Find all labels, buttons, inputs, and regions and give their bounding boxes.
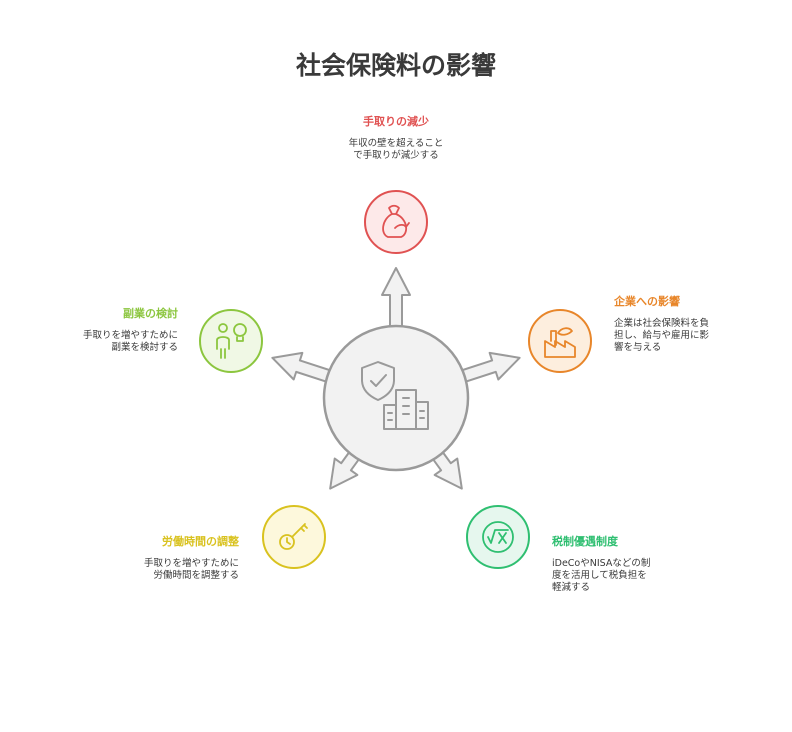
node-title-side-job: 副業の検討 bbox=[123, 307, 178, 320]
person-idea-icon bbox=[216, 323, 247, 359]
node-desc-hours: 手取りを増やすために 労働時間を調整する bbox=[143, 558, 239, 581]
clock-key-icon bbox=[279, 523, 308, 550]
shield-check-icon bbox=[361, 361, 395, 401]
node-desc-tax: iDeCoやNISAなどの制 度を活用して税負担を 軽減する bbox=[552, 558, 651, 593]
buildings-icon bbox=[383, 389, 429, 430]
square-root-icon bbox=[482, 521, 514, 553]
node-desc-side-job: 手取りを増やすために 副業を検討する bbox=[82, 330, 178, 353]
node-title-hours: 労働時間の調整 bbox=[162, 535, 239, 548]
node-desc-take-home: 年収の壁を超えること で手取りが減少する bbox=[348, 138, 444, 161]
node-circle-tax bbox=[466, 505, 530, 569]
node-desc-company: 企業は社会保険料を負 担し、給与や雇用に影 響を与える bbox=[614, 318, 710, 353]
page-title: 社会保険料の影響 bbox=[295, 51, 496, 80]
node-title-take-home: 手取りの減少 bbox=[363, 115, 429, 128]
node-title-tax: 税制優遇制度 bbox=[552, 535, 618, 548]
node-circle-side-job bbox=[199, 309, 263, 373]
node-circle-company bbox=[528, 309, 592, 373]
factory-icon bbox=[544, 327, 576, 358]
node-circle-take-home bbox=[364, 190, 428, 254]
node-circle-hours bbox=[262, 505, 326, 569]
node-title-company: 企業への影響 bbox=[614, 295, 680, 308]
money-bag-icon bbox=[382, 204, 410, 238]
